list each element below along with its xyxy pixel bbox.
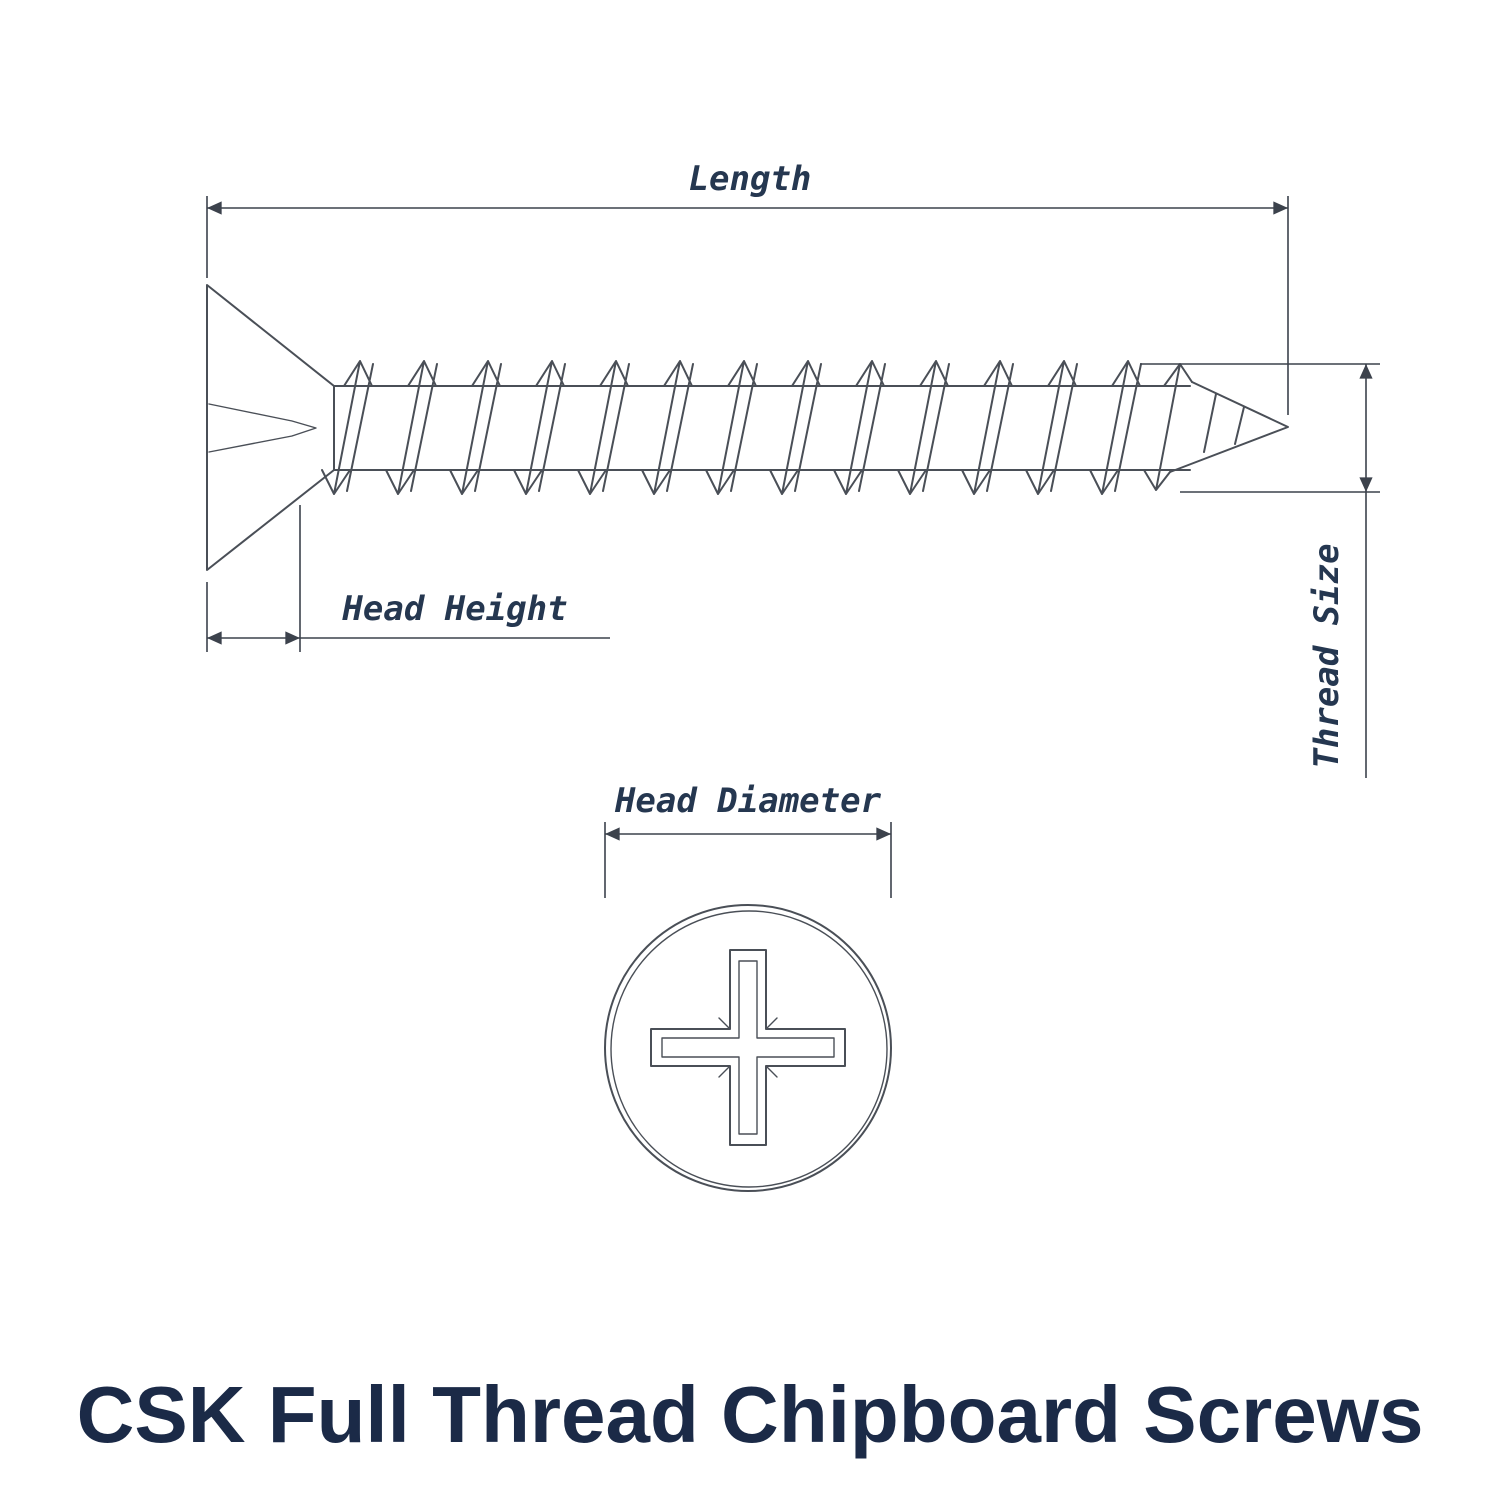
dimension-head-diameter: Head Diameter — [604, 781, 892, 898]
head-diameter-label: Head Diameter — [614, 781, 882, 821]
screw-head-outline — [206, 284, 335, 571]
head-height-label: Head Height — [341, 589, 567, 629]
phillips-cross-outline — [650, 949, 846, 1146]
screw-front-view — [604, 904, 892, 1192]
phillips-cross-corner-ticks — [718, 1017, 778, 1078]
head-outer-circle — [604, 904, 892, 1192]
dimension-thread-size: Thread Size — [1140, 363, 1380, 778]
thread-size-extension-lines — [1140, 363, 1380, 493]
length-label: Length — [689, 159, 812, 199]
thread-tip-crest — [1143, 363, 1193, 491]
dimension-head-height: Head Height — [206, 505, 610, 652]
head-inner-circle — [610, 910, 888, 1188]
thread-size-label: Thread Size — [1307, 543, 1347, 768]
thread-flanks — [321, 360, 1142, 495]
page-title: CSK Full Thread Chipboard Screws — [77, 1370, 1424, 1459]
screw-shaft-core — [333, 385, 1191, 471]
phillips-cross-inner-detail — [661, 960, 835, 1135]
dimension-length: Length — [206, 159, 1289, 415]
screw-head-recess — [208, 403, 317, 453]
screw-side-view — [206, 284, 1289, 571]
screw-tip — [1169, 381, 1289, 473]
head-height-extension-lines — [206, 505, 301, 652]
